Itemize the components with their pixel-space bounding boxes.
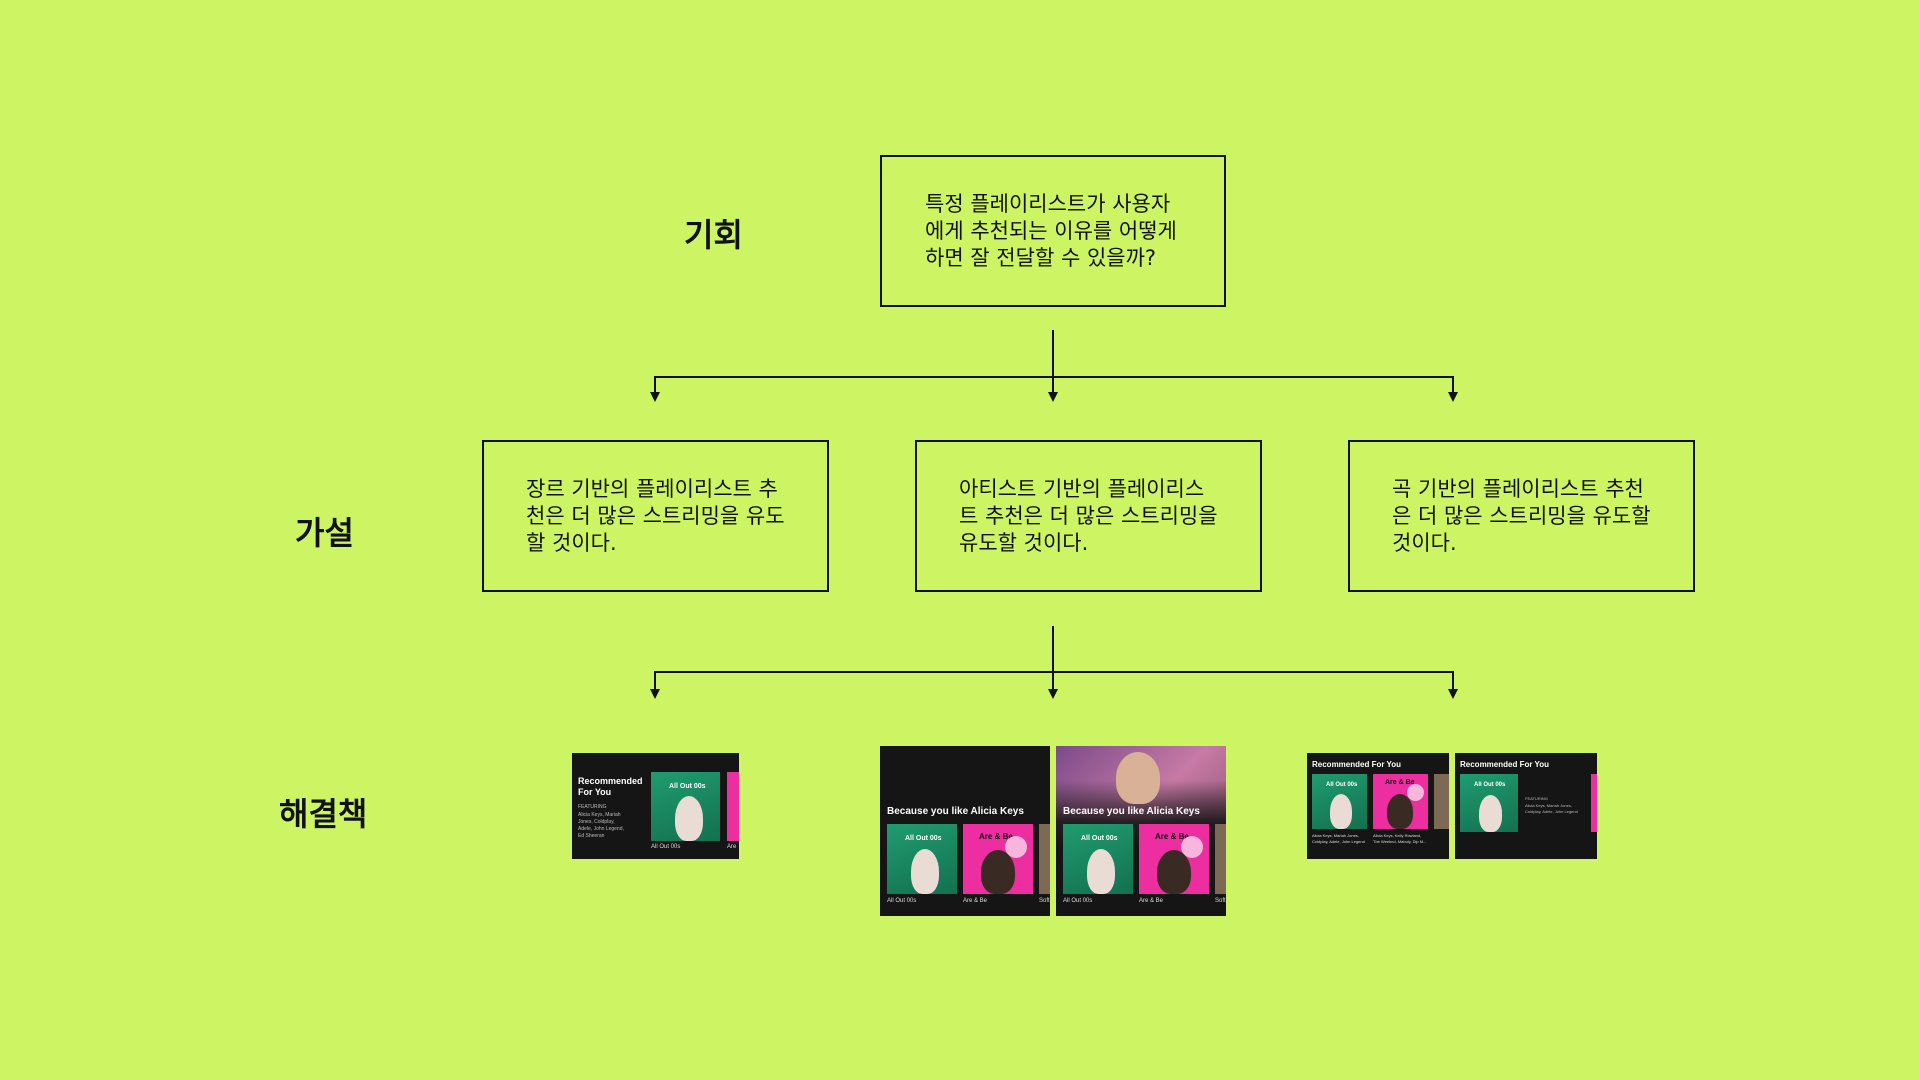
genre-card-desc-2: Jones, Coldplay, bbox=[578, 819, 615, 825]
song-card-1-cover1-portrait bbox=[1330, 794, 1352, 829]
hypothesis-box-artist: 아티스트 기반의 플레이리스 트 추천은 더 많은 스트리밍을 유도할 것이다. bbox=[915, 440, 1262, 592]
song-card-2-cover-all-out-00s: All Out 00s bbox=[1460, 774, 1518, 832]
song-card-2-cover1-label: All Out 00s bbox=[1474, 782, 1506, 788]
song-card-1-cover2-portrait bbox=[1387, 794, 1413, 829]
artist-card-2-cover-are-be: Are & Be bbox=[1139, 824, 1209, 894]
artist-card-2-cover1-label: All Out 00s bbox=[1081, 835, 1118, 842]
artist-card-2-caption-2: Are & Be bbox=[1139, 898, 1164, 904]
song-card-1-caption-1: Alicia Keys, Mariah Jones, Coldplay, Ade… bbox=[1312, 833, 1365, 844]
genre-card-caption-1: All Out 00s bbox=[651, 844, 681, 850]
hypothesis-song-line-1: 곡 기반의 플레이리스트 추천 bbox=[1392, 477, 1644, 501]
song-card-2-desc: Alicia Keys, Mariah Jones, Coldplay, Ade… bbox=[1525, 803, 1578, 814]
opportunity-line-3: 하면 잘 전달할 수 있을까? bbox=[925, 246, 1157, 270]
solution-artist-card-1: Because you like Alicia Keys All Out 00s… bbox=[880, 746, 1050, 916]
artist-card-2-caption-1: All Out 00s bbox=[1063, 898, 1093, 904]
genre-card-desc-4: Ed Sheeran bbox=[578, 833, 605, 839]
artist-card-1-title: Because you like Alicia Keys bbox=[887, 806, 1024, 817]
hypothesis-song-line-2: 은 더 많은 스트리밍을 유도할 bbox=[1392, 504, 1651, 528]
artist-card-2-caption-3: Soft bbox=[1215, 898, 1226, 904]
solution-song-card-1: Recommended For You All Out 00s Are & Be… bbox=[1307, 753, 1449, 859]
genre-cover-label: All Out 00s bbox=[669, 783, 706, 790]
genre-cover-portrait bbox=[675, 796, 703, 841]
artist-card-2-title: Because you like Alicia Keys bbox=[1063, 806, 1200, 817]
artist-card-1-cover1-portrait bbox=[911, 849, 939, 894]
solution-artist-card-2: Because you like Alicia Keys All Out 00s… bbox=[1056, 746, 1226, 916]
opportunity-line-1: 특정 플레이리스트가 사용자 bbox=[925, 192, 1171, 216]
artist-card-1-cover2-portrait bbox=[981, 850, 1015, 894]
solution-genre-card: Recommended For You FEATURING Alicia Key… bbox=[572, 753, 739, 859]
artist-card-1-cover1-label: All Out 00s bbox=[905, 835, 942, 842]
artist-card-2-cover2-label: Are & Be bbox=[1155, 832, 1189, 841]
song-card-1-title: Recommended For You bbox=[1312, 760, 1402, 769]
song-card-1-cover-all-out-00s: All Out 00s bbox=[1312, 774, 1367, 829]
hypothesis-genre-line-3: 할 것이다. bbox=[526, 531, 617, 555]
artist-card-2-cover-partial bbox=[1215, 824, 1226, 894]
genre-card-desc-3: Adele, John Legend, bbox=[578, 826, 624, 832]
hypothesis-song-line-3: 것이다. bbox=[1392, 531, 1457, 555]
artist-card-1-cover-all-out-00s: All Out 00s bbox=[887, 824, 957, 894]
song-card-1-caption-2: Alicia Keys, Kelly Rowland, The Weeknd, … bbox=[1373, 833, 1427, 844]
song-card-1-cover2-label: Are & Be bbox=[1385, 779, 1415, 786]
artist-card-1-caption-1: All Out 00s bbox=[887, 898, 917, 904]
label-opportunity: 기회 bbox=[684, 216, 743, 254]
hypothesis-genre-line-1: 장르 기반의 플레이리스트 추 bbox=[526, 477, 778, 501]
genre-card-title-2: For You bbox=[578, 787, 612, 797]
hypothesis-box-song: 곡 기반의 플레이리스트 추천 은 더 많은 스트리밍을 유도할 것이다. bbox=[1348, 440, 1695, 592]
artist-card-1-cover2-label: Are & Be bbox=[979, 832, 1013, 841]
artist-card-1-cover-are-be: Are & Be bbox=[963, 824, 1033, 894]
artist-card-2-cover1-portrait bbox=[1087, 849, 1115, 894]
song-card-2-cover-partial bbox=[1591, 774, 1597, 832]
genre-card-featuring: FEATURING bbox=[578, 804, 607, 810]
artist-card-1-cover2-shape bbox=[1005, 836, 1027, 858]
artist-card-2-cover-all-out-00s: All Out 00s bbox=[1063, 824, 1133, 894]
artist-card-1-caption-3: Soft bbox=[1039, 898, 1050, 904]
hypothesis-artist-line-2: 트 추천은 더 많은 스트리밍을 bbox=[959, 504, 1218, 528]
song-card-2-cover1-portrait bbox=[1479, 795, 1502, 832]
genre-card-caption-2: Are bbox=[727, 844, 737, 850]
artist-card-1-cover-partial bbox=[1039, 824, 1050, 894]
opportunity-line-2: 에게 추천되는 이유를 어떻게 bbox=[925, 219, 1177, 243]
hypothesis-artist-line-3: 유도할 것이다. bbox=[959, 531, 1089, 555]
artist-card-2-cover2-shape bbox=[1181, 836, 1203, 858]
song-card-2-featuring: FEATURING bbox=[1525, 796, 1548, 801]
genre-card-cover-all-out-00s: All Out 00s bbox=[651, 772, 720, 841]
genre-card-cover-partial bbox=[727, 772, 739, 841]
song-card-1-cover-are-be: Are & Be bbox=[1373, 774, 1428, 829]
song-card-1-cover-partial bbox=[1434, 774, 1449, 829]
label-solution: 해결책 bbox=[279, 795, 368, 833]
solution-song-card-2: Recommended For You All Out 00s FEATURIN… bbox=[1455, 753, 1597, 859]
song-card-1-cover2-shape bbox=[1407, 784, 1424, 801]
hypothesis-artist-line-1: 아티스트 기반의 플레이리스 bbox=[959, 477, 1205, 501]
genre-card-desc-1: Alicia Keys, Mariah bbox=[578, 812, 621, 818]
opportunity-box: 특정 플레이리스트가 사용자 에게 추천되는 이유를 어떻게 하면 잘 전달할 … bbox=[880, 155, 1226, 307]
song-card-2-title: Recommended For You bbox=[1460, 760, 1550, 769]
label-hypothesis: 가설 bbox=[295, 514, 354, 552]
artist-card-2-cover2-portrait bbox=[1157, 850, 1191, 894]
hypothesis-box-genre: 장르 기반의 플레이리스트 추 천은 더 많은 스트리밍을 유도 할 것이다. bbox=[482, 440, 829, 592]
artist-card-1-caption-2: Are & Be bbox=[963, 898, 988, 904]
song-card-1-cover1-label: All Out 00s bbox=[1326, 782, 1358, 788]
hypothesis-genre-line-2: 천은 더 많은 스트리밍을 유도 bbox=[526, 504, 785, 528]
artist-card-2-hero-portrait bbox=[1116, 752, 1160, 804]
genre-card-title-1: Recommended bbox=[578, 776, 643, 786]
